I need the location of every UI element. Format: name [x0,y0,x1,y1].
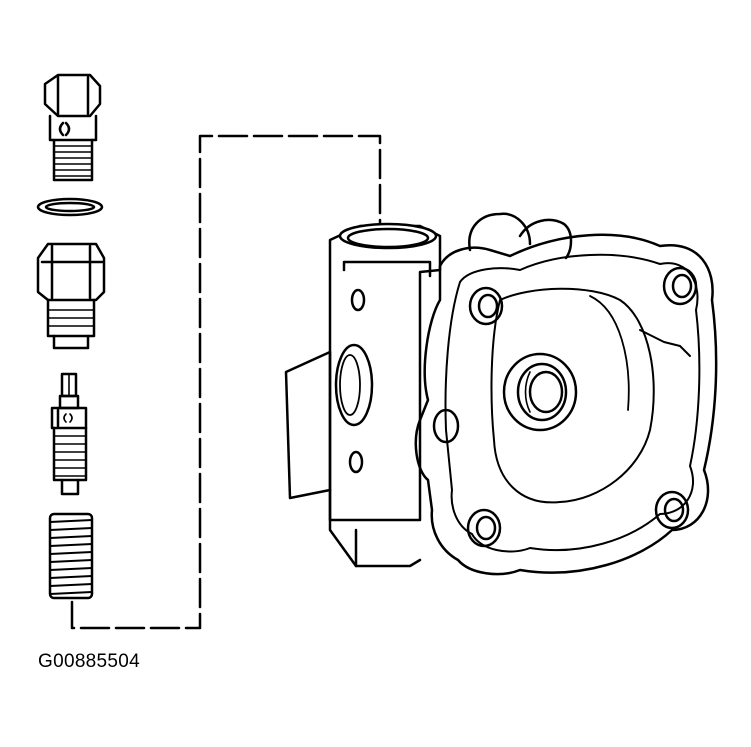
spring [48,512,94,600]
bolt-hole-top-right [662,266,698,306]
pump-body [284,212,718,576]
fitting-bolt [43,73,102,182]
valve-cap-nut [36,242,106,350]
valve-spool [50,372,88,496]
bolt-hole-bottom-right [654,490,690,530]
o-ring [36,197,104,217]
figure-id-label: G00885504 [38,651,141,672]
pump-shaft [502,352,578,432]
bolt-hole-top-left [468,286,504,326]
assembly-leader-line [70,134,382,630]
bolt-hole-bottom-left [466,508,502,548]
